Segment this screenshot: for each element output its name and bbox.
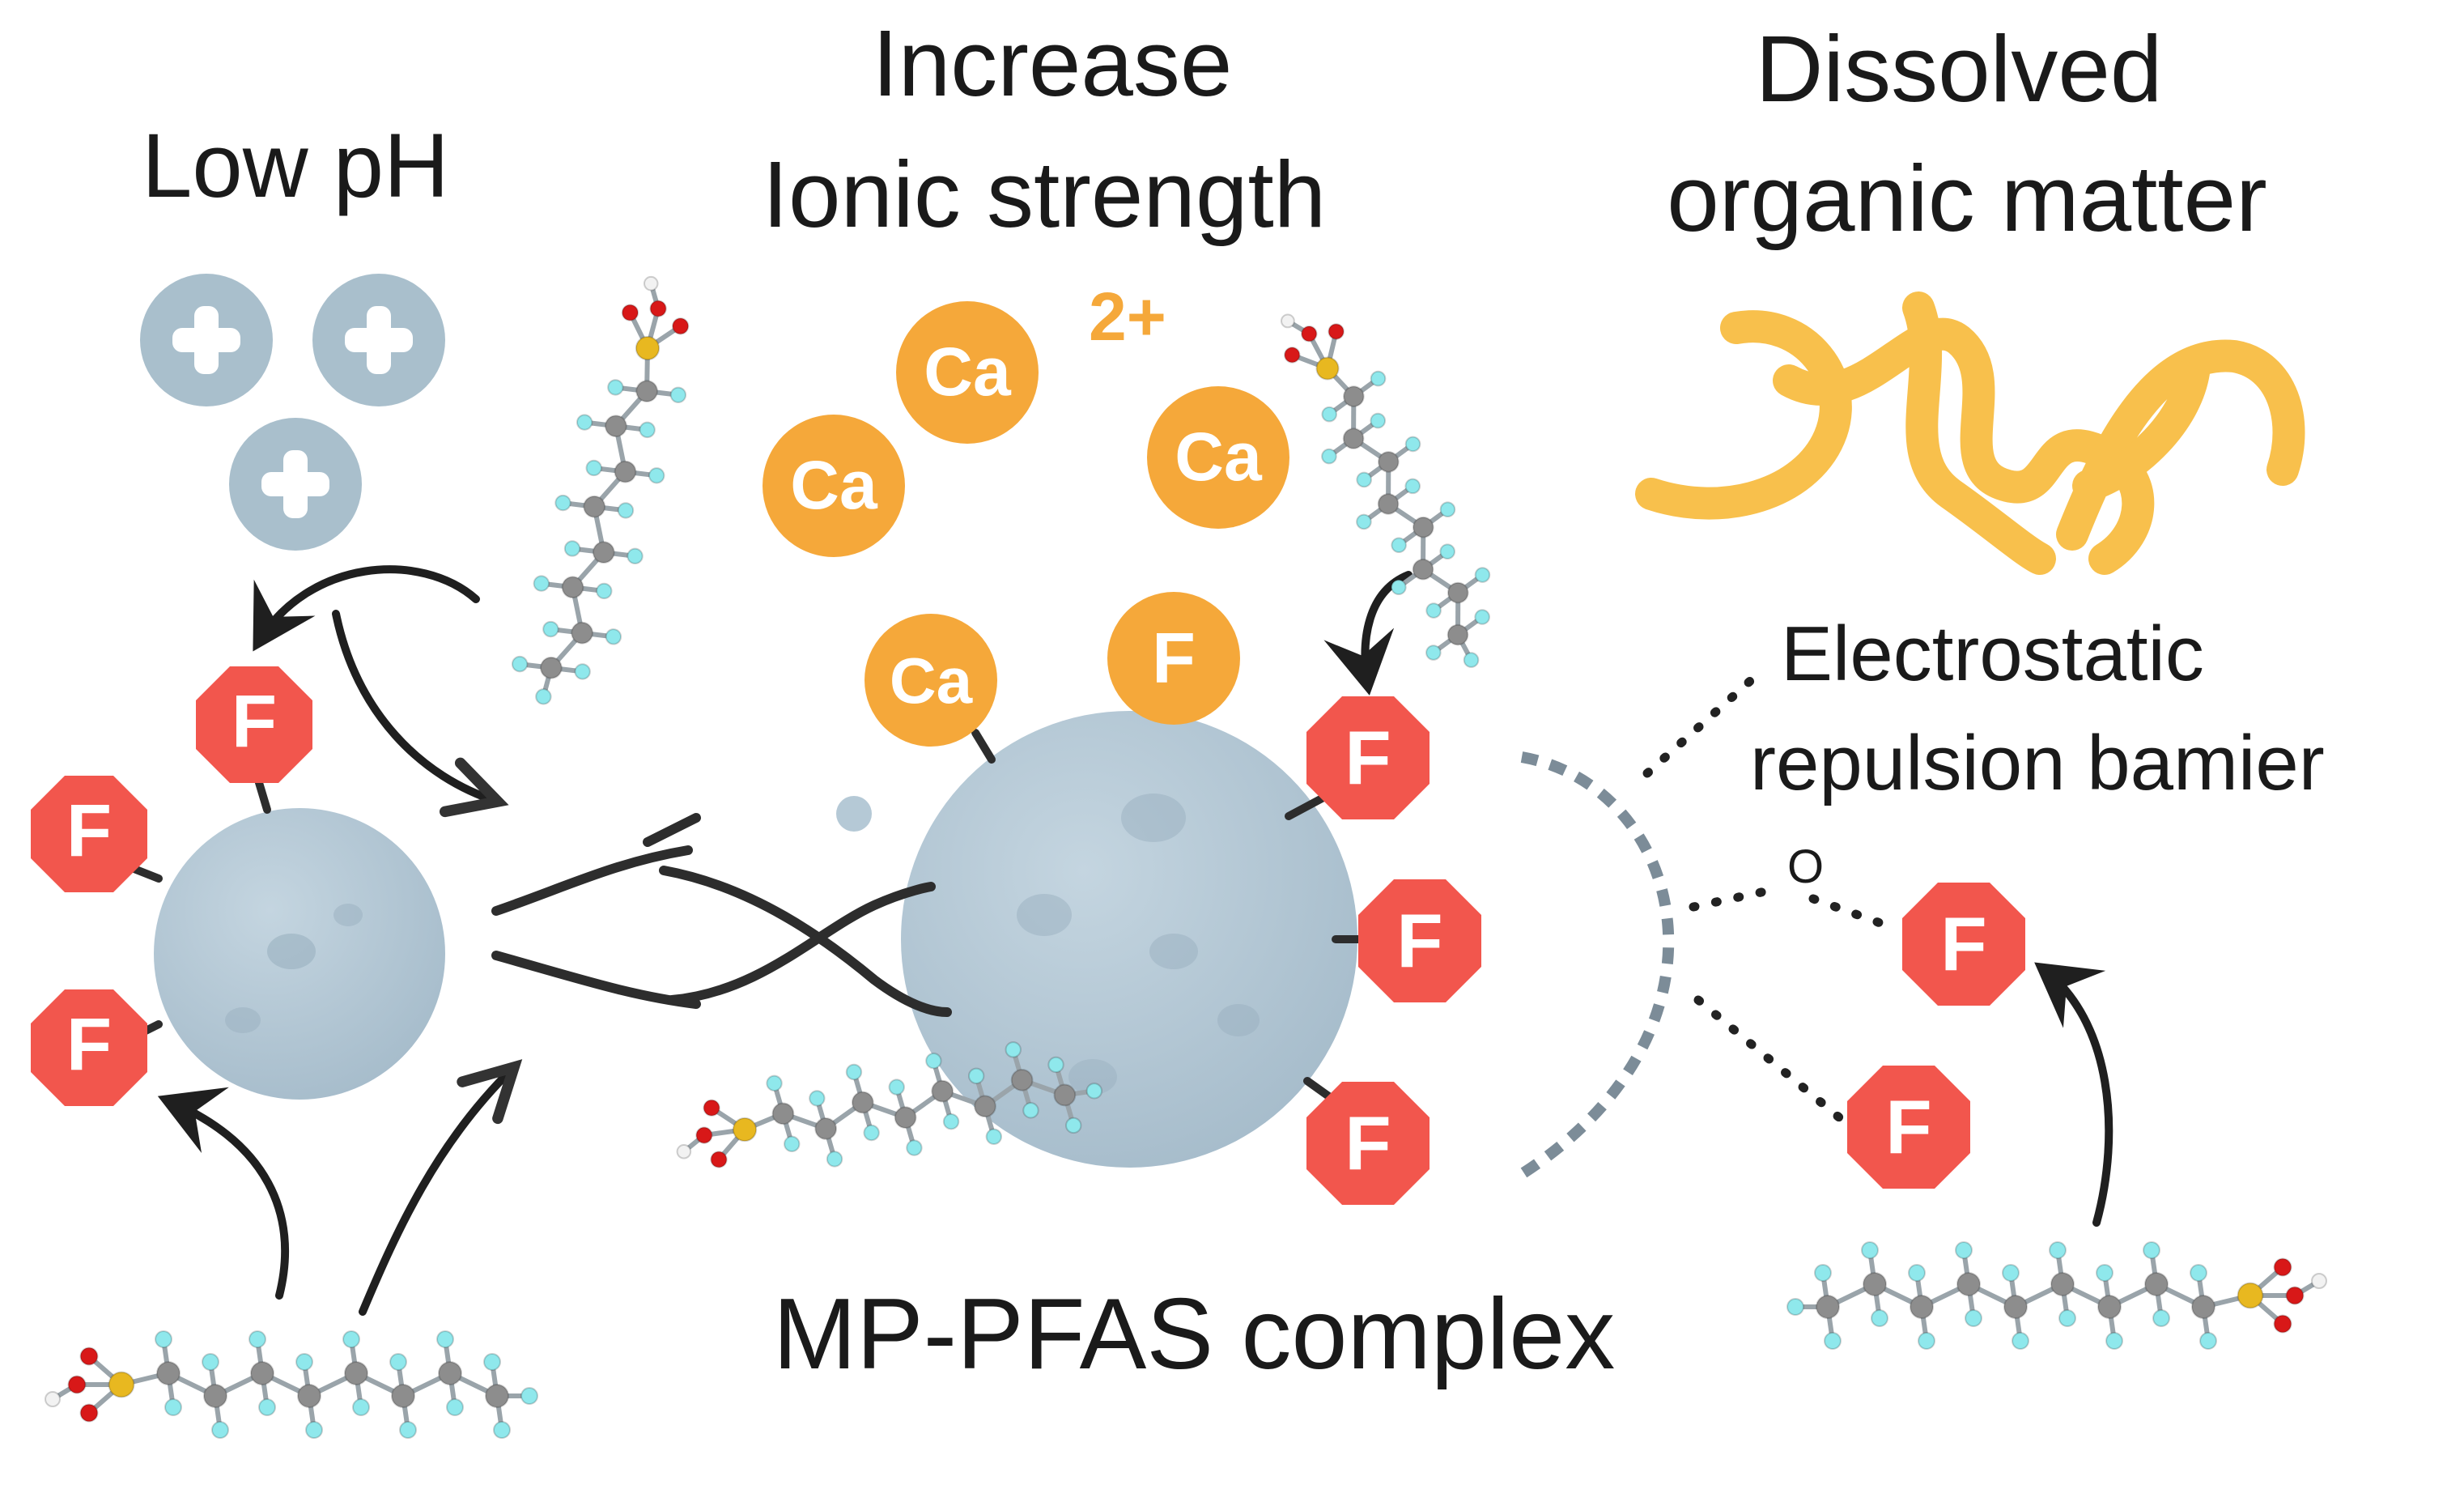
arrow-pfas-to-f-left xyxy=(157,1087,289,1300)
calcium-symbol: Ca xyxy=(890,645,973,717)
calcium-ion-bound: Ca xyxy=(865,614,997,747)
fluoride-symbol: F xyxy=(1345,715,1391,800)
fluoride-symbol: F xyxy=(1940,901,1986,986)
calcium-ion: Ca xyxy=(1147,386,1289,529)
arrow-pfas-to-mp xyxy=(359,1059,523,1316)
fluoride-ion: F xyxy=(31,776,147,892)
calcium-symbol: Ca xyxy=(924,334,1012,410)
arrow-proton-to-mp xyxy=(332,610,509,818)
fluoride-symbol: F xyxy=(1345,1100,1391,1185)
oxygen-label: O xyxy=(1787,840,1824,893)
calcium-symbol: Ca xyxy=(790,447,878,523)
calcium-ion: Ca xyxy=(896,301,1039,444)
bridging-lines xyxy=(491,813,952,1017)
pfas-molecule xyxy=(45,1330,538,1439)
arrow-pfas-to-f-right xyxy=(2034,962,2114,1227)
charge-label: 2+ xyxy=(1089,279,1166,355)
increase-label: Increase xyxy=(873,11,1233,116)
pfas-molecule xyxy=(1280,313,1491,668)
electrostatic-label: Electrostatic xyxy=(1781,611,2204,697)
repulsion-barrier-label: repulsion bamier xyxy=(1750,720,2325,806)
fluoride-symbol: F xyxy=(232,680,277,763)
proton-ion xyxy=(140,274,273,406)
barrier-dotted-lines xyxy=(1642,663,1903,1122)
pfas-molecule xyxy=(511,275,690,705)
low-ph-label: Low pH xyxy=(142,115,449,216)
octagon-f-icon xyxy=(1902,883,2025,1006)
fluoride-symbol: F xyxy=(1152,618,1196,698)
calcium-symbol: Ca xyxy=(1175,419,1263,495)
fluoride-ion: F xyxy=(31,989,147,1106)
fluoride-symbol: F xyxy=(1885,1084,1931,1169)
small-particle-dot xyxy=(836,796,872,832)
ionic-strength-label: Ionic strength xyxy=(763,142,1326,247)
pfas-molecule xyxy=(1786,1241,2327,1350)
fluoride-ion: F xyxy=(1358,879,1481,1002)
pfas-molecules xyxy=(45,275,2327,1439)
proton-ion xyxy=(312,274,445,406)
organic-matter-label: organic matter xyxy=(1667,146,2266,251)
fluoride-ion: F xyxy=(1902,883,2025,1006)
octagon-f-icon xyxy=(31,989,147,1106)
pfas-molecule xyxy=(676,1041,1103,1168)
mp-pfas-complex-label: MP-PFAS complex xyxy=(773,1279,1616,1390)
fluoride-ion: F xyxy=(1306,1082,1430,1205)
fluoride-symbol: F xyxy=(1396,898,1442,983)
plus-icon xyxy=(261,450,329,518)
fluoride-symbol: F xyxy=(66,789,112,872)
fluoride-symbol: F xyxy=(66,1003,112,1086)
dissolved-label: Dissolved xyxy=(1756,16,2163,121)
calcium-ion: Ca xyxy=(763,415,905,557)
octagon-f-icon xyxy=(1358,879,1481,1002)
fluoride-ion: F xyxy=(196,666,312,783)
dom-strands xyxy=(1635,291,2305,575)
octagon-f-icon xyxy=(1306,696,1430,819)
octagon-f-icon xyxy=(1847,1066,1970,1189)
arrow-proton-to-f xyxy=(253,565,480,652)
microplastic-particle-small xyxy=(154,808,445,1100)
octagon-f-icon xyxy=(196,666,312,783)
plus-icon xyxy=(345,306,413,374)
fluoride-ion: F xyxy=(1847,1066,1970,1189)
repulsion-barrier-arc xyxy=(1519,751,1675,1179)
fluoride-ion: F xyxy=(1306,696,1430,819)
fluoride-bound-orange: F xyxy=(1107,592,1240,725)
octagon-f-icon xyxy=(31,776,147,892)
plus-icon xyxy=(172,306,240,374)
octagon-f-icon xyxy=(1306,1082,1430,1205)
proton-ion xyxy=(229,418,362,551)
